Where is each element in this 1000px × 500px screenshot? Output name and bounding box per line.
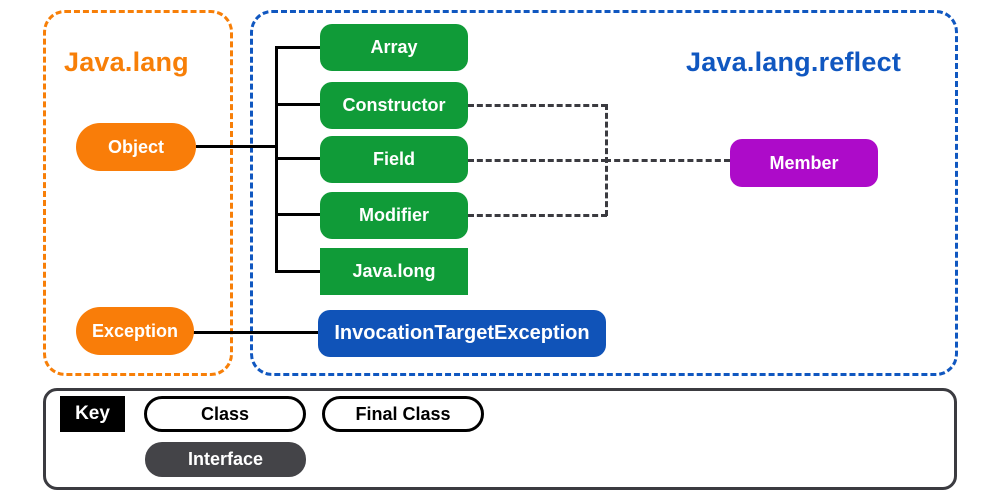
node-exception-label: Exception <box>91 320 179 341</box>
node-field[interactable]: Field <box>320 136 468 183</box>
edge-trunk-array <box>275 46 322 49</box>
key-item-class: Class <box>144 396 306 432</box>
node-array-label: Array <box>370 37 418 57</box>
package-container-java-lang-reflect <box>250 10 958 376</box>
edge-trunk-constructor <box>275 103 322 106</box>
package-label-java-lang-reflect: Java.lang.reflect <box>686 47 902 77</box>
edge-trunk-member-h <box>605 159 730 162</box>
node-java-long-label: Java.long <box>352 261 436 281</box>
package-container-java-lang <box>43 10 233 376</box>
key-item-interface-label: Interface <box>187 449 264 469</box>
edge-constructor-member-h <box>468 104 607 107</box>
node-java-long[interactable]: Java.long <box>320 248 468 295</box>
key-title: Key <box>60 396 125 432</box>
node-field-label: Field <box>372 149 415 169</box>
node-exception[interactable]: Exception <box>76 307 194 355</box>
node-invocationtargetexception-label: InvocationTargetException <box>334 322 590 344</box>
node-object-label: Object <box>107 136 164 157</box>
package-label-java-lang: Java.lang <box>64 47 189 77</box>
edge-trunk-field <box>275 157 322 160</box>
node-constructor-label: Constructor <box>342 95 446 115</box>
node-invocationtargetexception[interactable]: InvocationTargetException <box>318 310 606 357</box>
node-modifier-label: Modifier <box>359 205 429 225</box>
node-member[interactable]: Member <box>730 139 878 187</box>
edge-modifier-member-h <box>468 214 607 217</box>
edge-exception-invocationtargetexception <box>192 331 320 334</box>
key-item-interface: Interface <box>145 442 306 477</box>
edge-object-trunk <box>196 145 278 148</box>
key-item-class-label: Class <box>200 403 250 424</box>
key-item-final-class-label: Final Class <box>355 403 451 424</box>
key-item-final-class: Final Class <box>322 396 484 432</box>
edge-trunk-modifier <box>275 213 322 216</box>
node-modifier[interactable]: Modifier <box>320 192 468 239</box>
node-constructor[interactable]: Constructor <box>320 82 468 129</box>
node-object[interactable]: Object <box>76 123 196 171</box>
edge-trunk-java-long <box>275 270 322 273</box>
node-array[interactable]: Array <box>320 24 468 71</box>
edge-field-member-h <box>468 159 607 162</box>
node-member-label: Member <box>769 152 839 173</box>
